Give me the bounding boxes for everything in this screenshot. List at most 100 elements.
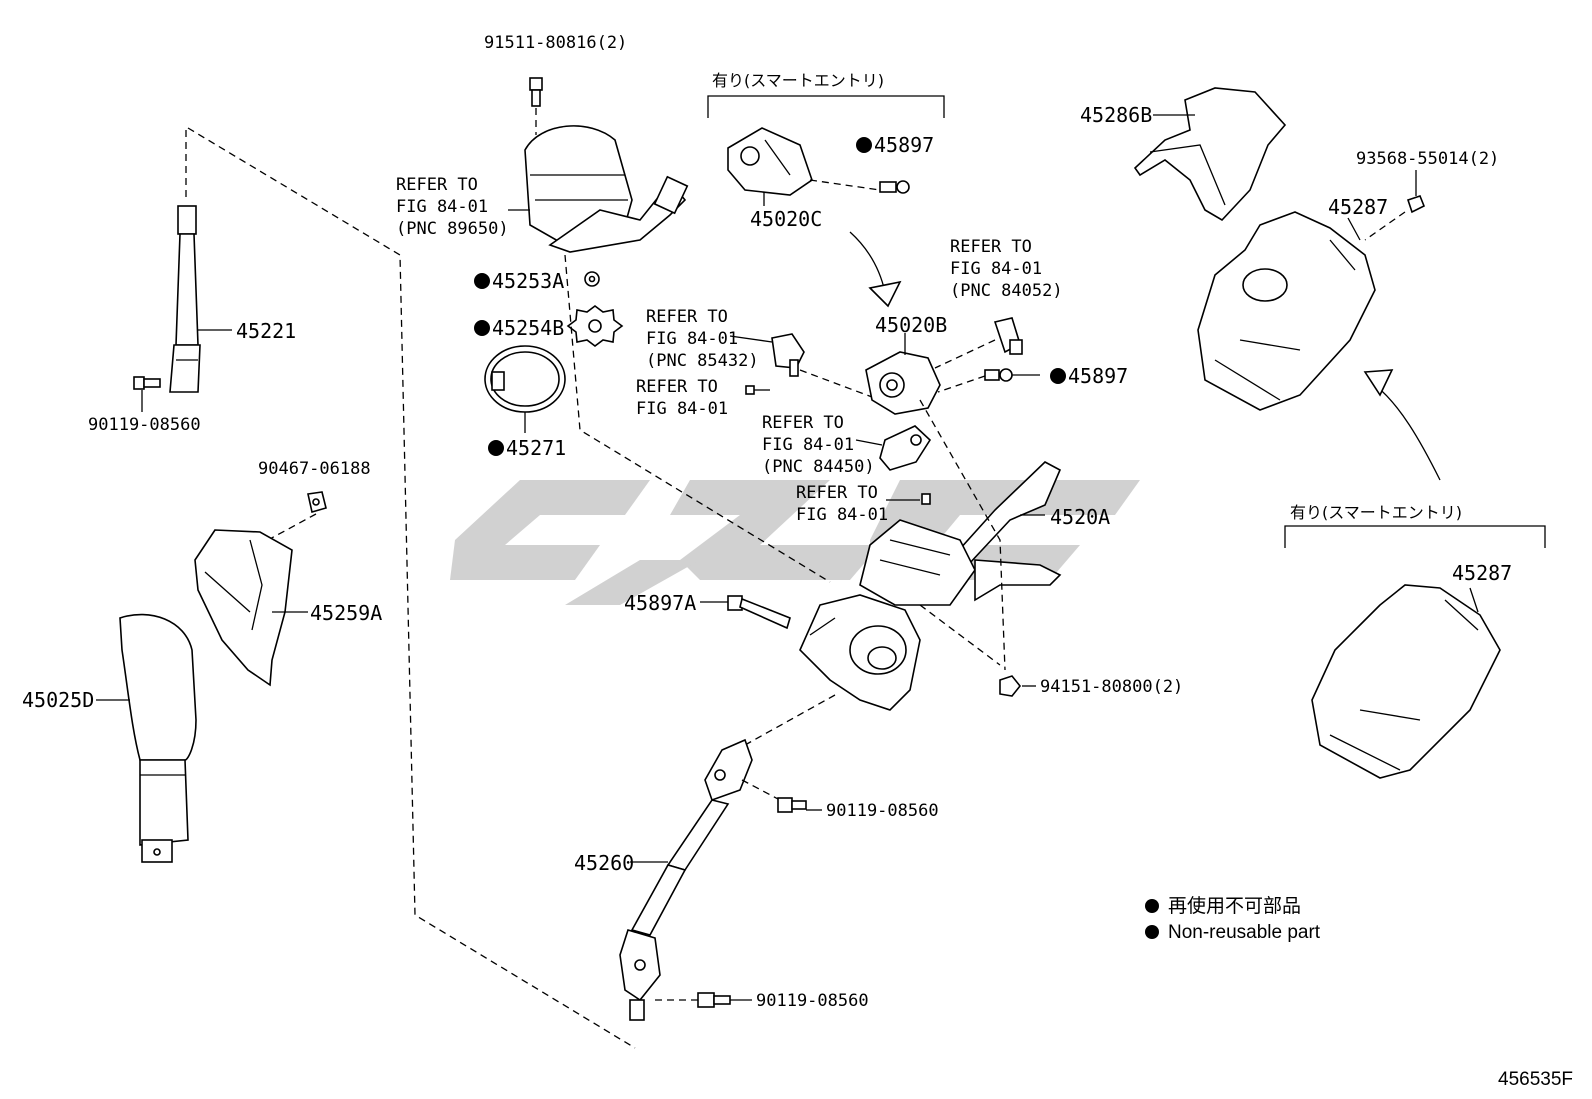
label-ref-89650: REFER TO FIG 84-01 (PNC 89650) bbox=[396, 175, 509, 239]
svg-text:REFER TO: REFER TO bbox=[950, 237, 1032, 257]
svg-text:REFER TO: REFER TO bbox=[796, 483, 878, 503]
label-ref-84052: REFER TO FIG 84-01 (PNC 84052) bbox=[950, 237, 1063, 301]
gear-45254B[interactable] bbox=[566, 305, 624, 347]
screw-ref-small[interactable] bbox=[745, 385, 770, 395]
upper-cover-45286B[interactable] bbox=[1133, 87, 1287, 222]
label-91511: 91511-80816(2) bbox=[484, 33, 627, 53]
lock-housing-45020B[interactable] bbox=[865, 351, 941, 415]
lower-cover-45287-top[interactable] bbox=[1197, 211, 1376, 411]
svg-text:(PNC 84450): (PNC 84450) bbox=[762, 457, 875, 477]
lock-housing-45020C[interactable] bbox=[727, 127, 813, 196]
switch-85432[interactable] bbox=[771, 333, 805, 377]
label-45287-bottom: 45287 bbox=[1452, 561, 1512, 585]
label-smart-entry-top: 有り(スマートエントリ) bbox=[712, 71, 884, 90]
leader-90467 bbox=[267, 513, 317, 541]
svg-text:45897: 45897 bbox=[874, 133, 934, 157]
label-45287-top: 45287 bbox=[1328, 195, 1388, 219]
dash-84052 bbox=[934, 339, 996, 369]
label-45254B: 45254B bbox=[474, 316, 564, 340]
boot-45025D[interactable] bbox=[119, 613, 197, 863]
label-4520A: 4520A bbox=[1050, 505, 1110, 529]
bolt-45897-right[interactable] bbox=[984, 368, 1013, 382]
legend-jp: 再使用不可部品 bbox=[1168, 895, 1301, 917]
clip-90467[interactable] bbox=[307, 491, 327, 514]
label-45259A: 45259A bbox=[310, 601, 382, 625]
svg-text:(PNC 84052): (PNC 84052) bbox=[950, 281, 1063, 301]
svg-text:FIG 84-01: FIG 84-01 bbox=[646, 329, 738, 349]
figure-code: 456535F bbox=[1498, 1069, 1573, 1090]
label-45025D: 45025D bbox=[22, 688, 94, 712]
part-45221-shaft[interactable] bbox=[169, 205, 201, 393]
leader-ref-85432 bbox=[729, 335, 773, 343]
label-90119-mid: 90119-08560 bbox=[826, 801, 939, 821]
legend: 再使用不可部品 Non-reusable part bbox=[1145, 895, 1321, 943]
svg-text:45254B: 45254B bbox=[492, 316, 564, 340]
label-45260: 45260 bbox=[574, 851, 634, 875]
label-smart-entry-right: 有り(スマートエントリ) bbox=[1290, 503, 1462, 522]
label-90119-left: 90119-08560 bbox=[88, 415, 201, 435]
ecu-motor-assembly[interactable] bbox=[524, 125, 689, 253]
svg-text:45271: 45271 bbox=[506, 436, 566, 460]
legend-en: Non-reusable part bbox=[1168, 922, 1321, 943]
label-94151: 94151-80800(2) bbox=[1040, 677, 1183, 697]
assembly-boundary bbox=[185, 127, 636, 1049]
arrow-to-45020B bbox=[849, 231, 902, 308]
label-45271: 45271 bbox=[488, 436, 566, 460]
switch-84450[interactable] bbox=[879, 425, 932, 471]
dash-housing-shaft bbox=[744, 694, 836, 746]
bolt-90119-left[interactable] bbox=[133, 376, 161, 390]
label-ref-85432: REFER TO FIG 84-01 (PNC 85432) bbox=[646, 307, 759, 371]
svg-text:FIG 84-01: FIG 84-01 bbox=[950, 259, 1042, 279]
leader-ref-84450 bbox=[855, 439, 883, 446]
lower-cover-45287-bottom[interactable] bbox=[1311, 584, 1501, 779]
label-93568: 93568-55014(2) bbox=[1356, 149, 1499, 169]
svg-text:FIG 84-01: FIG 84-01 bbox=[636, 399, 728, 419]
svg-text:45897: 45897 bbox=[1068, 364, 1128, 388]
svg-text:REFER TO: REFER TO bbox=[396, 175, 478, 195]
svg-text:FIG 84-01: FIG 84-01 bbox=[762, 435, 854, 455]
label-45020C: 45020C bbox=[750, 207, 822, 231]
label-45897-top: 45897 bbox=[856, 133, 934, 157]
svg-text:REFER TO: REFER TO bbox=[646, 307, 728, 327]
svg-text:REFER TO: REFER TO bbox=[762, 413, 844, 433]
bolt-90119-bottom[interactable] bbox=[697, 992, 731, 1008]
label-ref-plain-2: REFER TO FIG 84-01 bbox=[796, 483, 888, 525]
smart-entry-bracket-right bbox=[1284, 525, 1546, 548]
dash-45897-right bbox=[937, 375, 986, 393]
dash-shaft-bolt-mid bbox=[741, 779, 781, 801]
label-45253A: 45253A bbox=[474, 269, 564, 293]
dash-switch-column bbox=[799, 369, 881, 401]
label-ref-84450: REFER TO FIG 84-01 (PNC 84450) bbox=[762, 413, 875, 477]
smart-entry-bracket-top bbox=[707, 95, 945, 118]
ring-45271[interactable] bbox=[484, 345, 566, 413]
switch-84052[interactable] bbox=[993, 317, 1023, 355]
shaft-45260[interactable] bbox=[619, 738, 753, 1021]
svg-text:FIG 84-01: FIG 84-01 bbox=[396, 197, 488, 217]
bolt-90119-mid[interactable] bbox=[777, 797, 807, 813]
dash-45020C-bolt bbox=[809, 179, 881, 191]
leader-45287-bottom bbox=[1469, 587, 1479, 613]
label-45897A: 45897A bbox=[624, 591, 696, 615]
screw-84450[interactable] bbox=[921, 493, 931, 505]
cover-45259A[interactable] bbox=[194, 529, 293, 687]
svg-text:(PNC 85432): (PNC 85432) bbox=[646, 351, 759, 371]
label-90119-bottom: 90119-08560 bbox=[756, 991, 869, 1011]
gear-45253A[interactable] bbox=[584, 271, 600, 287]
svg-text:45253A: 45253A bbox=[492, 269, 564, 293]
bolt-45897-top[interactable] bbox=[879, 180, 910, 194]
label-ref-plain-1: REFER TO FIG 84-01 bbox=[636, 377, 728, 419]
label-45897-right: 45897 bbox=[1050, 364, 1128, 388]
svg-text:REFER TO: REFER TO bbox=[636, 377, 718, 397]
arrow-to-45287 bbox=[1363, 369, 1441, 481]
bolt-45897A[interactable] bbox=[727, 595, 791, 630]
svg-text:(PNC 89650): (PNC 89650) bbox=[396, 219, 509, 239]
screw-91511[interactable] bbox=[529, 77, 543, 107]
label-45286B: 45286B bbox=[1080, 103, 1152, 127]
label-90467: 90467-06188 bbox=[258, 459, 371, 479]
label-45020B: 45020B bbox=[875, 313, 947, 337]
nut-94151[interactable] bbox=[999, 675, 1022, 697]
label-45221: 45221 bbox=[236, 319, 296, 343]
svg-text:FIG 84-01: FIG 84-01 bbox=[796, 505, 888, 525]
screw-93568[interactable] bbox=[1406, 195, 1426, 214]
